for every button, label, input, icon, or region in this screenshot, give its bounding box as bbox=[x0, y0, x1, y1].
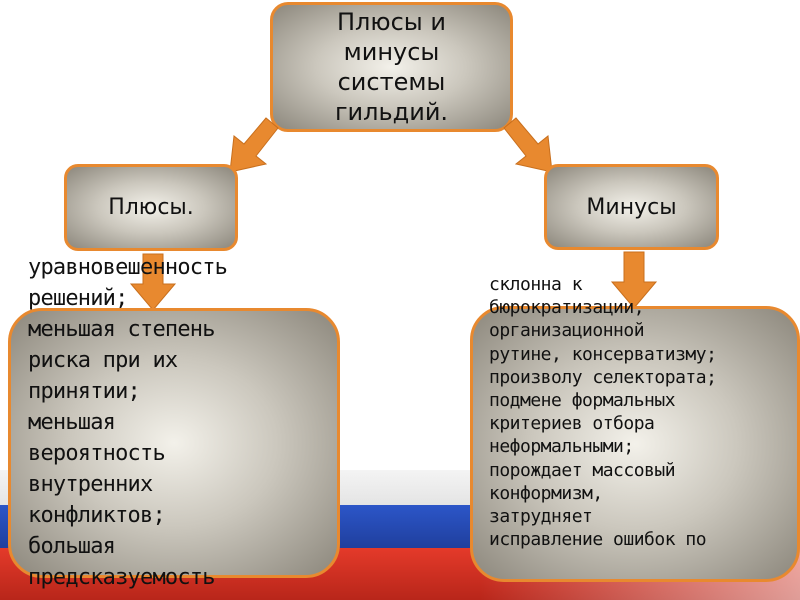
plus-list-item: большая bbox=[28, 534, 116, 559]
plus-list-item: предсказуемость bbox=[28, 565, 215, 590]
top-node-text: Плюсы и минусы системы гильдий. bbox=[335, 7, 448, 127]
arrow-down-icon bbox=[610, 251, 658, 309]
plus-list: уравновешенность решений; меньшая степен… bbox=[28, 252, 328, 593]
plus-list-item: меньшая степень bbox=[28, 317, 215, 342]
top-node-line: гильдий. bbox=[334, 98, 449, 126]
arrow-down-right-icon bbox=[503, 117, 553, 173]
plus-content-box bbox=[8, 308, 340, 578]
plus-node-title: Плюсы. bbox=[108, 195, 194, 220]
minus-list: склонна к бюрократизации, организационно… bbox=[489, 273, 800, 551]
plus-list-item: конфликтов; bbox=[28, 503, 166, 528]
top-node-line: Плюсы и bbox=[337, 8, 446, 36]
arrow-down-icon bbox=[129, 253, 177, 311]
minus-list-item: бюрократизации, bbox=[489, 297, 645, 319]
minus-list-item: неформальными; bbox=[489, 436, 634, 458]
minus-content-box bbox=[470, 306, 800, 582]
minus-list-item: затрудняет bbox=[489, 506, 593, 528]
plus-list-item: внутренних bbox=[28, 472, 153, 497]
plus-list-item: решений; bbox=[28, 286, 128, 311]
minus-list-item: произволу селектората; bbox=[489, 366, 717, 388]
minus-node-title: Минусы bbox=[586, 194, 677, 220]
plus-list-item: меньшая bbox=[28, 410, 116, 435]
top-node-line: минусы bbox=[343, 38, 440, 66]
minus-list-item: рутине, консерватизму; bbox=[489, 343, 717, 365]
minus-list-item: конформизм, bbox=[489, 482, 603, 504]
minus-list-item: порождает массовый bbox=[489, 459, 676, 481]
arrow-down-left-icon bbox=[229, 117, 279, 173]
top-node-line: системы bbox=[337, 68, 446, 96]
plus-node: Плюсы. bbox=[64, 164, 238, 251]
minus-list-item: критериев отбора bbox=[489, 413, 655, 435]
plus-list-item: принятии; bbox=[28, 379, 141, 404]
minus-list-item: подмене формальных bbox=[489, 390, 676, 412]
plus-list-item: риска при их bbox=[28, 348, 178, 373]
minus-list-item: организационной bbox=[489, 320, 645, 342]
plus-list-item: уравновешенность bbox=[28, 255, 228, 280]
minus-list-item: склонна к bbox=[489, 274, 583, 295]
minus-node: Минусы bbox=[544, 164, 719, 250]
plus-list-item: вероятность bbox=[28, 441, 166, 466]
top-node: Плюсы и минусы системы гильдий. bbox=[270, 2, 513, 132]
minus-list-item: исправление ошибок по bbox=[489, 529, 707, 551]
